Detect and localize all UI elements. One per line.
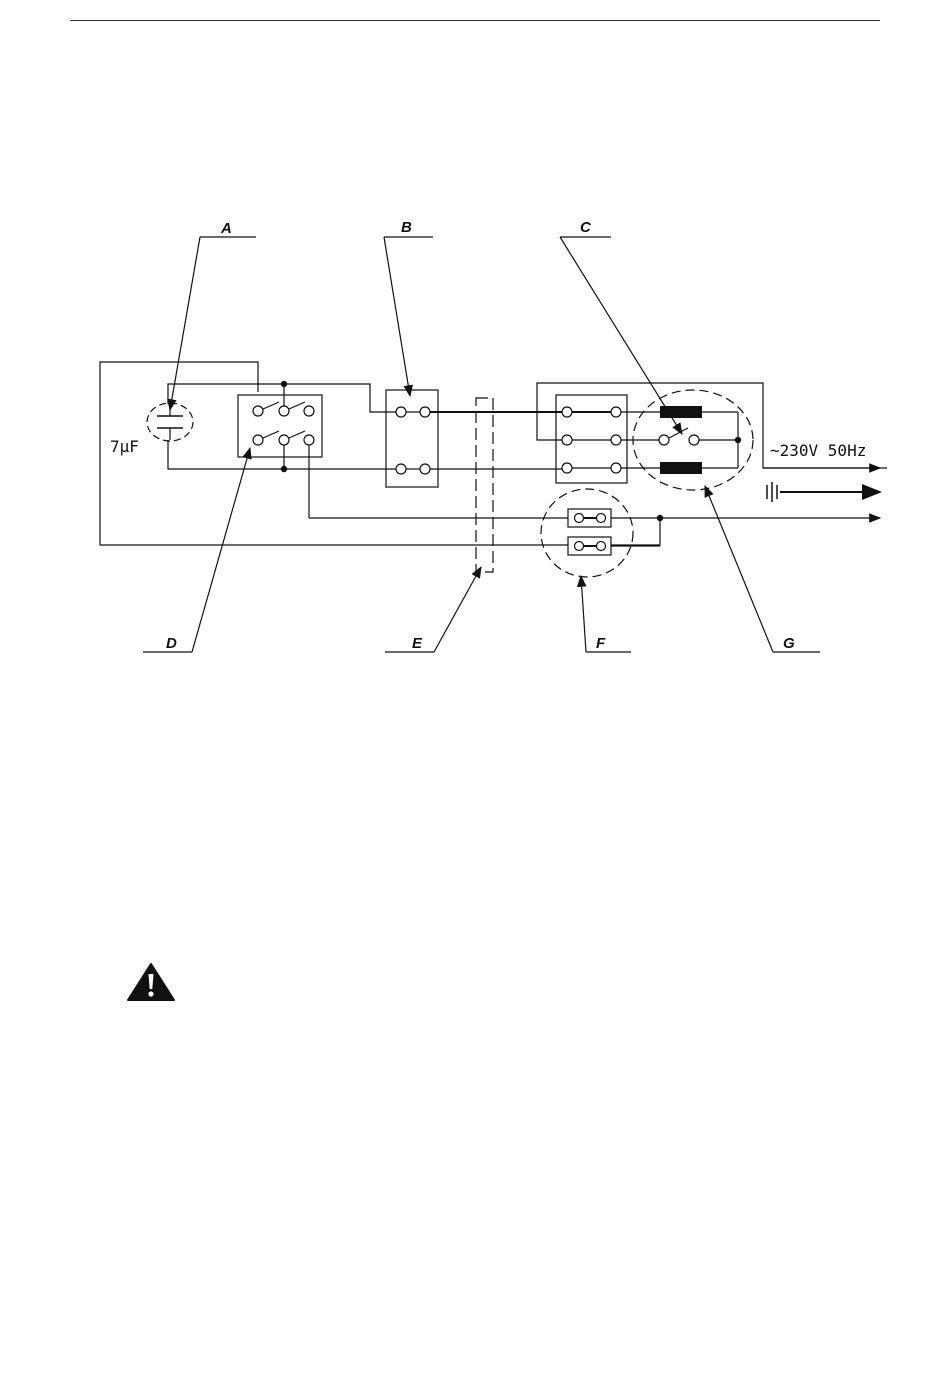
supply-voltage-label: ~230V 50Hz: [770, 441, 866, 460]
warning-triangle-icon: [126, 962, 176, 1002]
callout-g: G: [783, 635, 795, 652]
callout-d: D: [166, 635, 177, 652]
group-f: [541, 489, 663, 577]
ground-icon: [767, 482, 777, 502]
callout-e: E: [412, 635, 423, 652]
terminal-block: [556, 395, 627, 483]
capacitor-value: 7µF: [110, 437, 139, 456]
callout-c: C: [580, 219, 592, 236]
capacitor-top-wire: [168, 384, 396, 412]
cable-e: [476, 398, 493, 572]
switch-b: [386, 390, 438, 487]
junction-dot: [281, 466, 287, 472]
junction-dot: [281, 381, 287, 387]
callout-b: B: [401, 219, 412, 236]
switch-d: [238, 384, 568, 518]
callout-f: F: [596, 635, 606, 652]
wiring-diagram: 7µF: [0, 0, 950, 700]
callout-a: A: [220, 220, 232, 237]
